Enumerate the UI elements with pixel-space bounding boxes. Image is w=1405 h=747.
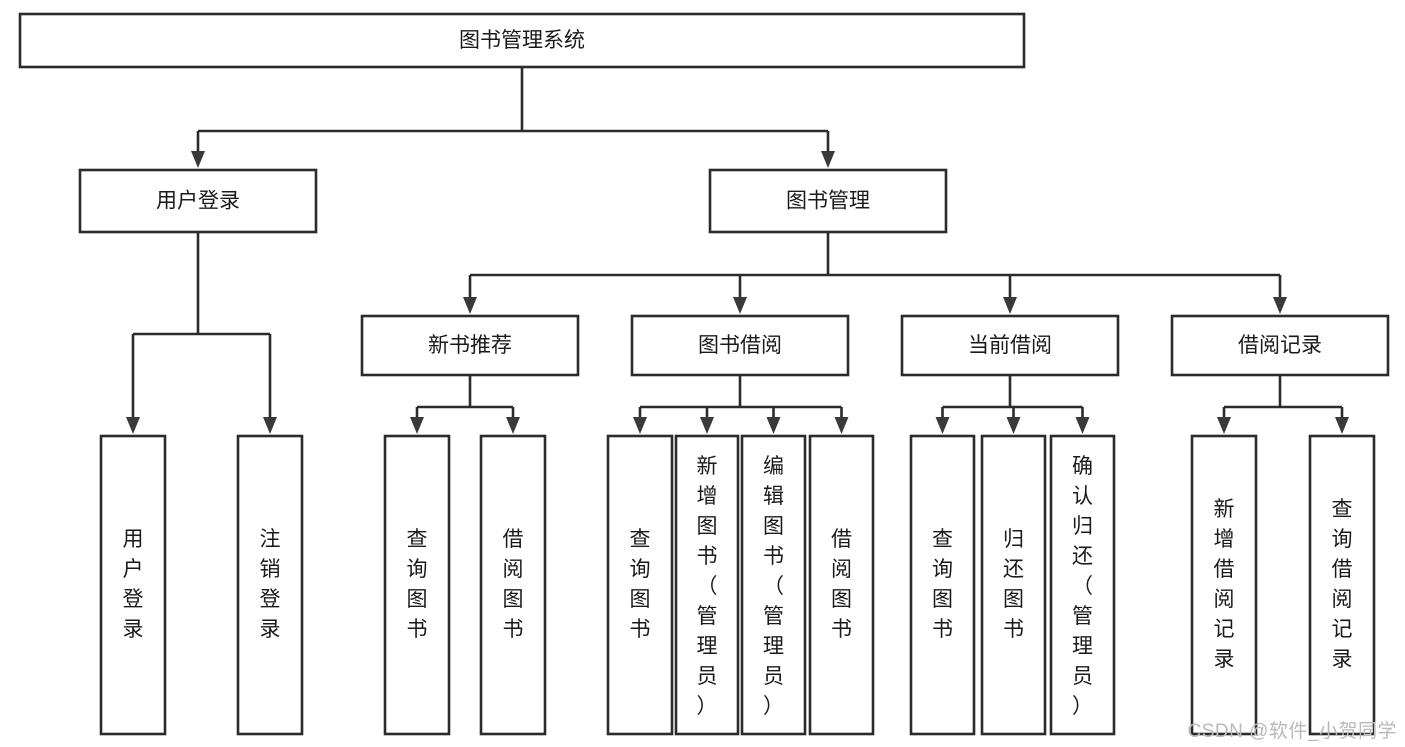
arrow-head-icon (1273, 297, 1287, 314)
node-box (1308, 434, 1376, 736)
node-label: 新增借阅记录 (1214, 498, 1235, 671)
arrow-head-icon (1003, 297, 1017, 314)
arrow-head-icon (935, 417, 950, 434)
arrow-head-icon (1006, 417, 1021, 434)
connector-group-book-manage (463, 232, 1287, 314)
node-level2-1[interactable]: 图书管理 (708, 168, 948, 234)
node-box (383, 434, 451, 736)
arrow-head-icon (821, 151, 835, 168)
node-level3-2[interactable]: 当前借阅 (900, 314, 1120, 377)
node-leaf-10[interactable]: 确认归还（管理员） (1049, 434, 1116, 736)
node-box (1190, 434, 1258, 736)
node-box (1049, 434, 1116, 736)
node-label: 用户登录 (156, 190, 240, 213)
arrow-head-icon (633, 417, 647, 434)
node-leaf-7[interactable]: 借阅图书 (808, 434, 875, 736)
connector-group-new-book (410, 375, 520, 434)
node-root-0[interactable]: 图书管理系统 (18, 12, 1026, 69)
node-box (980, 434, 1047, 736)
node-leaf-2[interactable]: 查询图书 (383, 434, 451, 736)
node-leaf-9[interactable]: 归还图书 (980, 434, 1047, 736)
node-box (740, 434, 807, 736)
node-leaf-3[interactable]: 借阅图书 (479, 434, 547, 736)
arrow-head-icon (410, 417, 424, 434)
node-box (236, 434, 304, 736)
node-box (99, 434, 167, 736)
node-leaf-12[interactable]: 查询借阅记录 (1308, 434, 1376, 736)
node-label: 查询图书 (407, 528, 428, 641)
arrow-head-icon (733, 297, 747, 314)
node-leaf-11[interactable]: 新增借阅记录 (1190, 434, 1258, 736)
node-label: 图书管理系统 (459, 29, 585, 52)
node-box (674, 434, 740, 736)
arrow-head-icon (1335, 417, 1349, 434)
node-box (479, 434, 547, 736)
node-level3-0[interactable]: 新书推荐 (360, 314, 580, 377)
node-box (1170, 314, 1390, 377)
node-label: 借阅记录 (1238, 334, 1322, 357)
node-label: 查询图书 (932, 528, 953, 641)
node-label: 注销登录 (260, 528, 281, 641)
arrow-head-icon (834, 417, 849, 434)
node-label: 新书推荐 (428, 334, 512, 357)
arrow-head-icon (191, 151, 205, 168)
node-box (630, 314, 850, 377)
node-box (909, 434, 976, 736)
arrow-head-icon (766, 417, 781, 434)
connector-group-root (191, 67, 835, 168)
node-level3-3[interactable]: 借阅记录 (1170, 314, 1390, 377)
node-layer: 图书管理系统用户登录图书管理新书推荐图书借阅当前借阅借阅记录用户登录注销登录查询… (18, 12, 1390, 736)
node-leaf-0[interactable]: 用户登录 (99, 434, 167, 736)
node-leaf-5[interactable]: 新增图书（管理员） (674, 434, 740, 736)
arrow-head-icon (126, 417, 140, 434)
node-label: 借阅图书 (831, 528, 852, 641)
arrow-head-icon (263, 417, 277, 434)
connector-layer (126, 67, 1349, 434)
node-label: 当前借阅 (968, 334, 1052, 357)
node-box (808, 434, 875, 736)
connector-group-current-borrow (935, 375, 1090, 434)
node-box (18, 12, 1026, 69)
node-label: 确认归还（管理员） (1072, 455, 1093, 718)
node-label: 图书借阅 (698, 334, 782, 357)
node-box (606, 434, 674, 736)
arrow-head-icon (1217, 417, 1231, 434)
node-box (900, 314, 1120, 377)
node-leaf-4[interactable]: 查询图书 (606, 434, 674, 736)
node-label: 用户登录 (123, 528, 144, 641)
node-label: 借阅图书 (503, 528, 524, 641)
arrow-head-icon (463, 297, 477, 314)
node-label: 归还图书 (1003, 528, 1024, 641)
arrow-head-icon (1075, 417, 1090, 434)
node-leaf-6[interactable]: 编辑图书（管理员） (740, 434, 807, 736)
node-leaf-1[interactable]: 注销登录 (236, 434, 304, 736)
connector-group-user-login (126, 232, 277, 434)
node-label: 查询图书 (630, 528, 651, 641)
arrow-head-icon (700, 417, 714, 434)
node-box (708, 168, 948, 234)
arrow-head-icon (506, 417, 520, 434)
connector-group-borrow-book (633, 375, 849, 434)
node-label: 新增图书（管理员） (697, 455, 718, 718)
node-label: 查询借阅记录 (1332, 498, 1353, 671)
node-level3-1[interactable]: 图书借阅 (630, 314, 850, 377)
node-box (78, 168, 318, 234)
node-leaf-8[interactable]: 查询图书 (909, 434, 976, 736)
node-label: 图书管理 (786, 190, 870, 213)
connector-group-borrow-record (1217, 375, 1349, 434)
node-level2-0[interactable]: 用户登录 (78, 168, 318, 234)
node-label: 编辑图书（管理员） (763, 455, 784, 718)
node-box (360, 314, 580, 377)
